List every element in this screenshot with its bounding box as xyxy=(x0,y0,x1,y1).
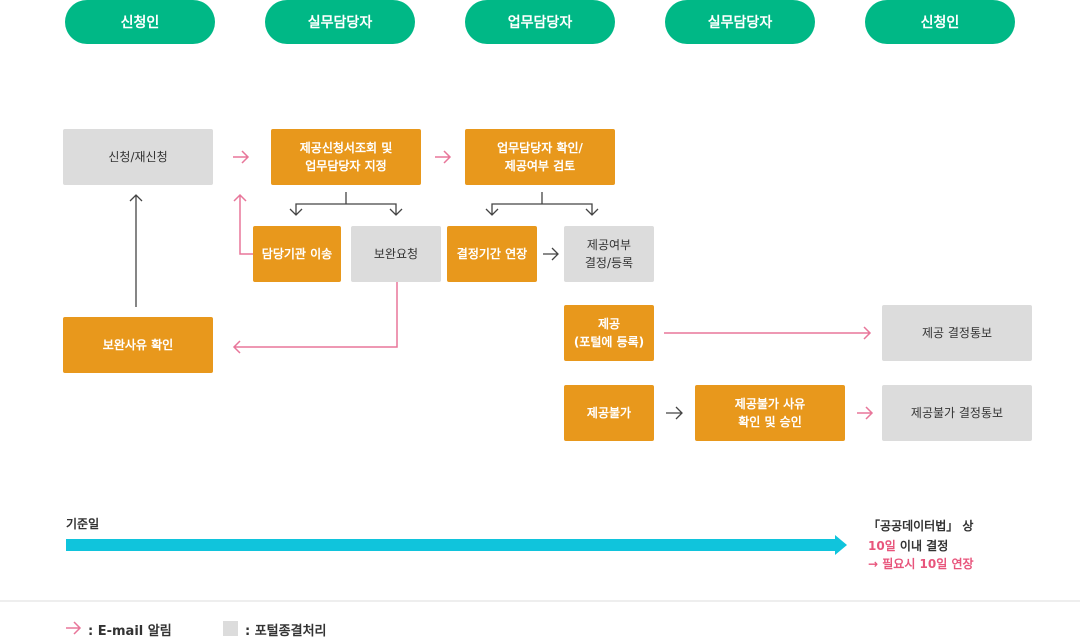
box-deny: 제공불가 xyxy=(564,385,654,441)
box-deny-reason: 제공불가 사유 확인 및 승인 xyxy=(695,385,845,441)
box-provide-notice: 제공 결정통보 xyxy=(882,305,1032,361)
box-apply: 신청/재신청 xyxy=(63,129,213,185)
legend-portal: : 포털종결처리 xyxy=(245,624,327,639)
timeline-days: 10일 xyxy=(868,539,896,553)
box-inquiry: 제공신청서조회 및 업무담당자 지정 xyxy=(271,129,421,185)
box-supplement-check: 보완사유 확인 xyxy=(63,317,213,373)
timeline-extend: → 필요시 10일 연장 xyxy=(868,557,974,571)
role-applicant: 신청인 xyxy=(65,0,215,44)
box-transfer: 담당기관 이송 xyxy=(253,226,341,282)
box-review: 업무담당자 확인/ 제공여부 검토 xyxy=(465,129,615,185)
legend-email: : E-mail 알림 xyxy=(88,624,172,639)
role-manager: 업무담당자 xyxy=(465,0,615,44)
box-deny-notice: 제공불가 결정통보 xyxy=(882,385,1032,441)
role-applicant-2: 신청인 xyxy=(865,0,1015,44)
timeline-within: 이내 결정 xyxy=(895,539,949,553)
box-extend: 결정기간 연장 xyxy=(447,226,537,282)
box-provide: 제공 (포털에 등록) xyxy=(564,305,654,361)
timeline-start: 기준일 xyxy=(66,517,100,531)
box-decide: 제공여부 결정/등록 xyxy=(564,226,654,282)
timeline-law: 「공공데이터법」 상 xyxy=(868,519,974,533)
box-supplement: 보완요청 xyxy=(351,226,441,282)
role-staff: 실무담당자 xyxy=(265,0,415,44)
role-staff-2: 실무담당자 xyxy=(665,0,815,44)
